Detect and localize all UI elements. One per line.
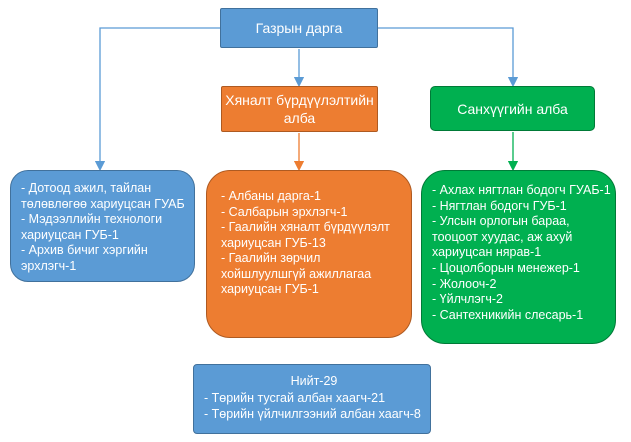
total-summary-box: Нийт-29 - Төрийн тусгай албан хаагч-21 -… — [193, 364, 431, 434]
list-item: - Ахлах нягтлан бодогч ГУАБ-1 — [432, 183, 611, 197]
connector-head-to-finance — [378, 27, 519, 88]
list-item: - Жолооч-2 — [432, 276, 497, 291]
total-line: - Төрийн үйлчилгээний албан хаагч-8 — [204, 407, 421, 421]
list-item: - Дотоод ажил, тайлан — [21, 181, 152, 195]
total-line: - Төрийн тусгай албан хаагч-21 — [204, 391, 386, 405]
list-item: - Нягтлан бодогч ГУБ-1 — [432, 198, 567, 213]
list-item: - Улсын орлогын бараа, — [432, 214, 570, 229]
list-item: хариуцсан ГУБ-1 — [21, 227, 119, 242]
control-department-label: Хяналт бүрдүүлэлтийн алба — [225, 92, 374, 126]
list-item: - Албаны дарга-1 — [221, 189, 321, 203]
left-staff-box: - Дотоод ажил, тайлан төлөвлөгөө хариуцс… — [10, 170, 195, 282]
list-item: - Гаалийн зөрчил — [221, 251, 321, 265]
control-department-node: Хяналт бүрдүүлэлтийн алба — [221, 86, 378, 132]
list-item: хариуцсан нярав-1 — [432, 245, 542, 260]
list-item: - Гаалийн хяналт бүрдүүлэлт — [221, 220, 390, 234]
left-staff-list: - Дотоод ажил, тайлан төлөвлөгөө хариуцс… — [21, 181, 190, 274]
list-item: - Салбарын эрхлэгч-1 — [221, 204, 348, 219]
list-item: - Үйлчлэгч-2 — [432, 292, 503, 307]
list-item: - Сантехникийн слесарь-1 — [432, 307, 584, 322]
control-staff-list: - Албаны дарга-1 - Салбарын эрхлэгч-1 - … — [221, 189, 405, 298]
total-title: Нийт-29 — [290, 374, 338, 388]
finance-staff-box: - Ахлах нягтлан бодогч ГУАБ-1 - Нягтлан … — [421, 170, 616, 344]
connector-head-to-left — [94, 27, 220, 172]
list-item: хариуцсан ГУБ-13 — [221, 235, 326, 250]
list-item: - Мэдээллийн технологи — [21, 212, 163, 226]
control-staff-box: - Албаны дарга-1 - Салбарын эрхлэгч-1 - … — [206, 170, 412, 338]
finance-staff-list: - Ахлах нягтлан бодогч ГУАБ-1 - Нягтлан … — [432, 183, 611, 323]
head-node: Газрын дарга — [220, 8, 378, 48]
list-item: - Архив бичиг хэргийн — [21, 243, 148, 257]
list-item: төлөвлөгөө хариуцсан ГУАБ — [21, 196, 185, 211]
list-item: тооцоот хуудас, аж ахуй — [432, 229, 573, 244]
list-item: - Цоцолборын менежер-1 — [432, 260, 580, 275]
head-label: Газрын дарга — [255, 20, 343, 36]
list-item: эрхлэгч-1 — [21, 258, 77, 273]
finance-department-node: Санхүүгийн алба — [430, 86, 595, 131]
list-item: хариуцсан ГУБ-1 — [221, 282, 319, 296]
list-item: хойшлуулшгүй ажиллагаа — [221, 266, 372, 281]
finance-department-label: Санхүүгийн алба — [457, 100, 568, 117]
